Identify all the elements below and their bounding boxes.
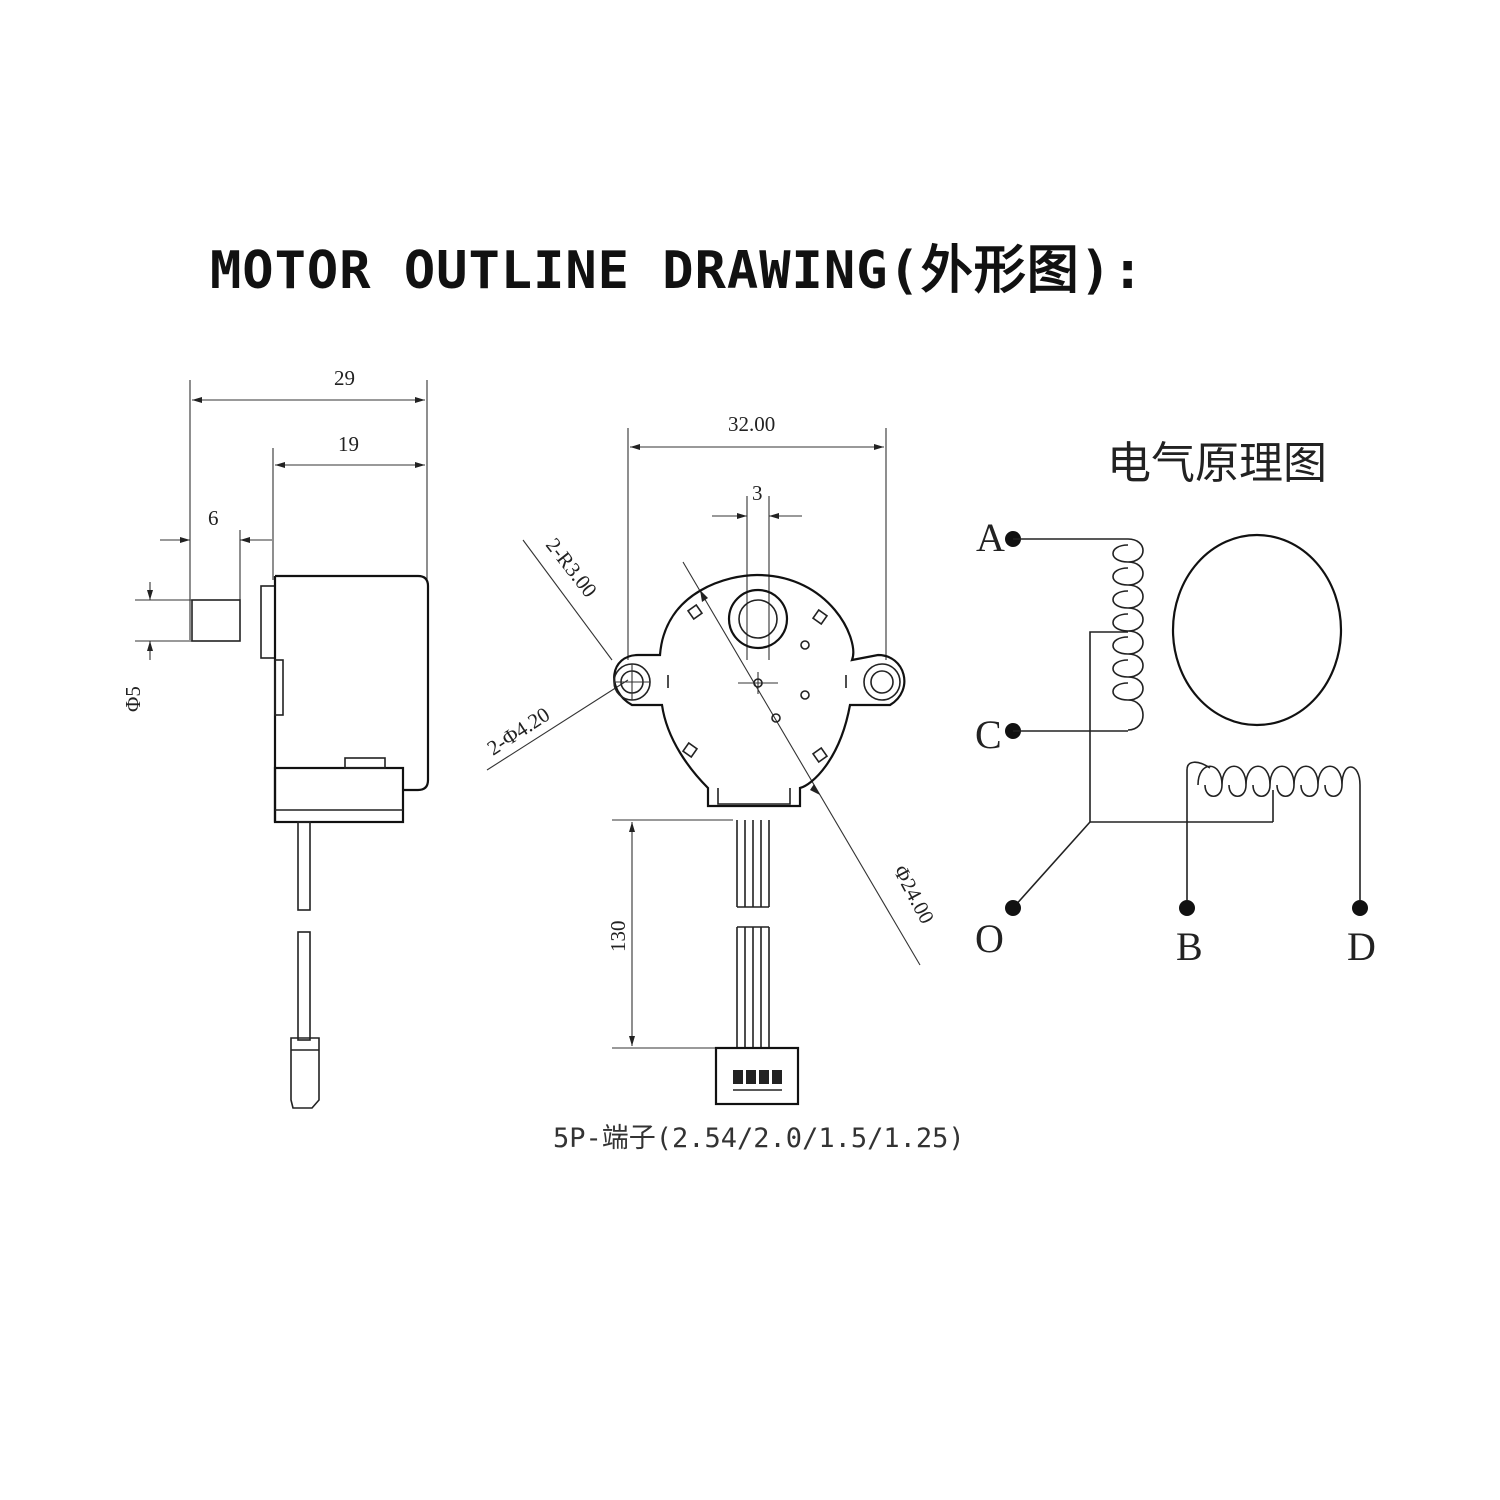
schematic-heading: 电气原理图	[1107, 438, 1327, 489]
side-view: 29 19 6 Φ5	[121, 366, 430, 1109]
front-view: 32.00 3 2-R3.00 2-Φ4.20 Φ24.00	[483, 412, 965, 1154]
dim-mount-holes: 2-Φ4.20	[483, 702, 554, 760]
electrical-schematic: 电气原理图 A C O B D	[975, 438, 1376, 969]
dim-body-diameter: Φ24.00	[889, 861, 940, 928]
dim-overall-length: 29	[334, 366, 355, 390]
rotor-symbol	[1171, 533, 1343, 727]
terminal-o-dot	[1005, 900, 1021, 916]
terminal-b-label: B	[1176, 924, 1203, 969]
connector-caption: 5P-端子(2.54/2.0/1.5/1.25)	[553, 1123, 965, 1154]
dim-shaft-length: 6	[208, 506, 219, 530]
dim-shaft-flat: 3	[752, 481, 763, 505]
terminal-c-label: C	[975, 712, 1002, 757]
terminal-b-dot	[1179, 900, 1195, 916]
dim-width: 32.00	[728, 412, 775, 436]
terminal-o-label: O	[975, 916, 1004, 961]
terminal-a-label: A	[976, 515, 1005, 560]
dim-mount-radius: 2-R3.00	[541, 533, 602, 602]
page-title: MOTOR OUTLINE DRAWING(外形图):	[210, 241, 1144, 301]
terminal-d-dot	[1352, 900, 1368, 916]
terminal-d-label: D	[1347, 924, 1376, 969]
dim-body-length: 19	[338, 432, 359, 456]
coil-ac	[1112, 538, 1144, 731]
dim-cable-length: 130	[606, 921, 630, 953]
dim-shaft-diameter: Φ5	[121, 686, 145, 712]
coil-bd	[1186, 761, 1361, 900]
